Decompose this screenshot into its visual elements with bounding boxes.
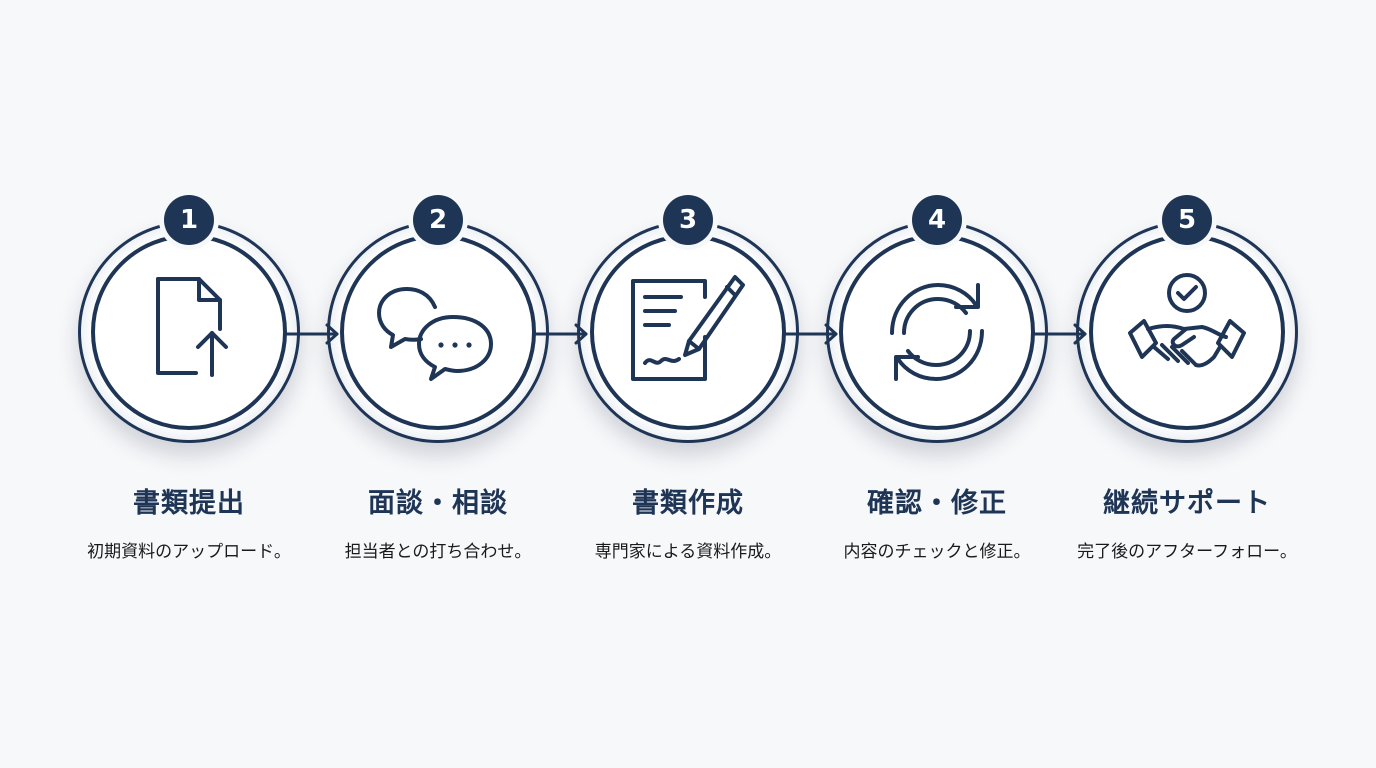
step-4-description: 内容のチェックと修正。 — [843, 542, 1031, 562]
step-3-title: 書類作成 — [632, 488, 744, 519]
step-2-description: 担当者との打ち合わせ。 — [344, 542, 532, 562]
step-5-circle — [1076, 221, 1298, 443]
step-1-number-badge: 1 — [164, 195, 214, 245]
step-5-number-badge: 5 — [1162, 195, 1212, 245]
step-1-title: 書類提出 — [133, 488, 245, 519]
step-4-circle — [826, 221, 1048, 443]
handshake-check-icon — [1128, 273, 1246, 368]
step-2-circle — [327, 221, 549, 443]
step-4-number-badge: 4 — [912, 195, 962, 245]
arrow-right-icon — [283, 323, 339, 345]
step-1-circle — [78, 221, 300, 443]
step-1-description: 初期資料のアップロード。 — [87, 542, 291, 562]
step-3: 3 書類作成 専門家による資料作成。 — [563, 195, 813, 575]
step-4: 4 確認・修正 内容のチェックと修正。 — [812, 195, 1062, 575]
arrow-right-icon — [1031, 323, 1087, 345]
chat-bubbles-icon — [377, 287, 493, 381]
step-3-circle — [577, 221, 799, 443]
step-4-title: 確認・修正 — [867, 488, 1007, 519]
step-3-number-badge: 3 — [663, 195, 713, 245]
step-3-description: 専門家による資料作成。 — [594, 542, 782, 562]
document-pen-icon — [631, 275, 745, 381]
arrow-right-icon — [782, 323, 838, 345]
step-5-title: 継続サポート — [1103, 488, 1271, 519]
step-5: 5 継続サポート 完了後のアフターフォロー。 — [1062, 195, 1312, 575]
step-5-description: 完了後のアフターフォロー。 — [1077, 542, 1297, 562]
refresh-cycle-icon — [890, 283, 984, 381]
step-2-number-badge: 2 — [413, 195, 463, 245]
step-1: 1 書類提出 初期資料のアップロード。 — [64, 195, 314, 575]
arrow-right-icon — [532, 323, 588, 345]
step-2: 2 面談・相談 担当者との打ち合わせ。 — [313, 195, 563, 575]
step-2-title: 面談・相談 — [368, 488, 508, 519]
document-upload-icon — [156, 277, 228, 377]
